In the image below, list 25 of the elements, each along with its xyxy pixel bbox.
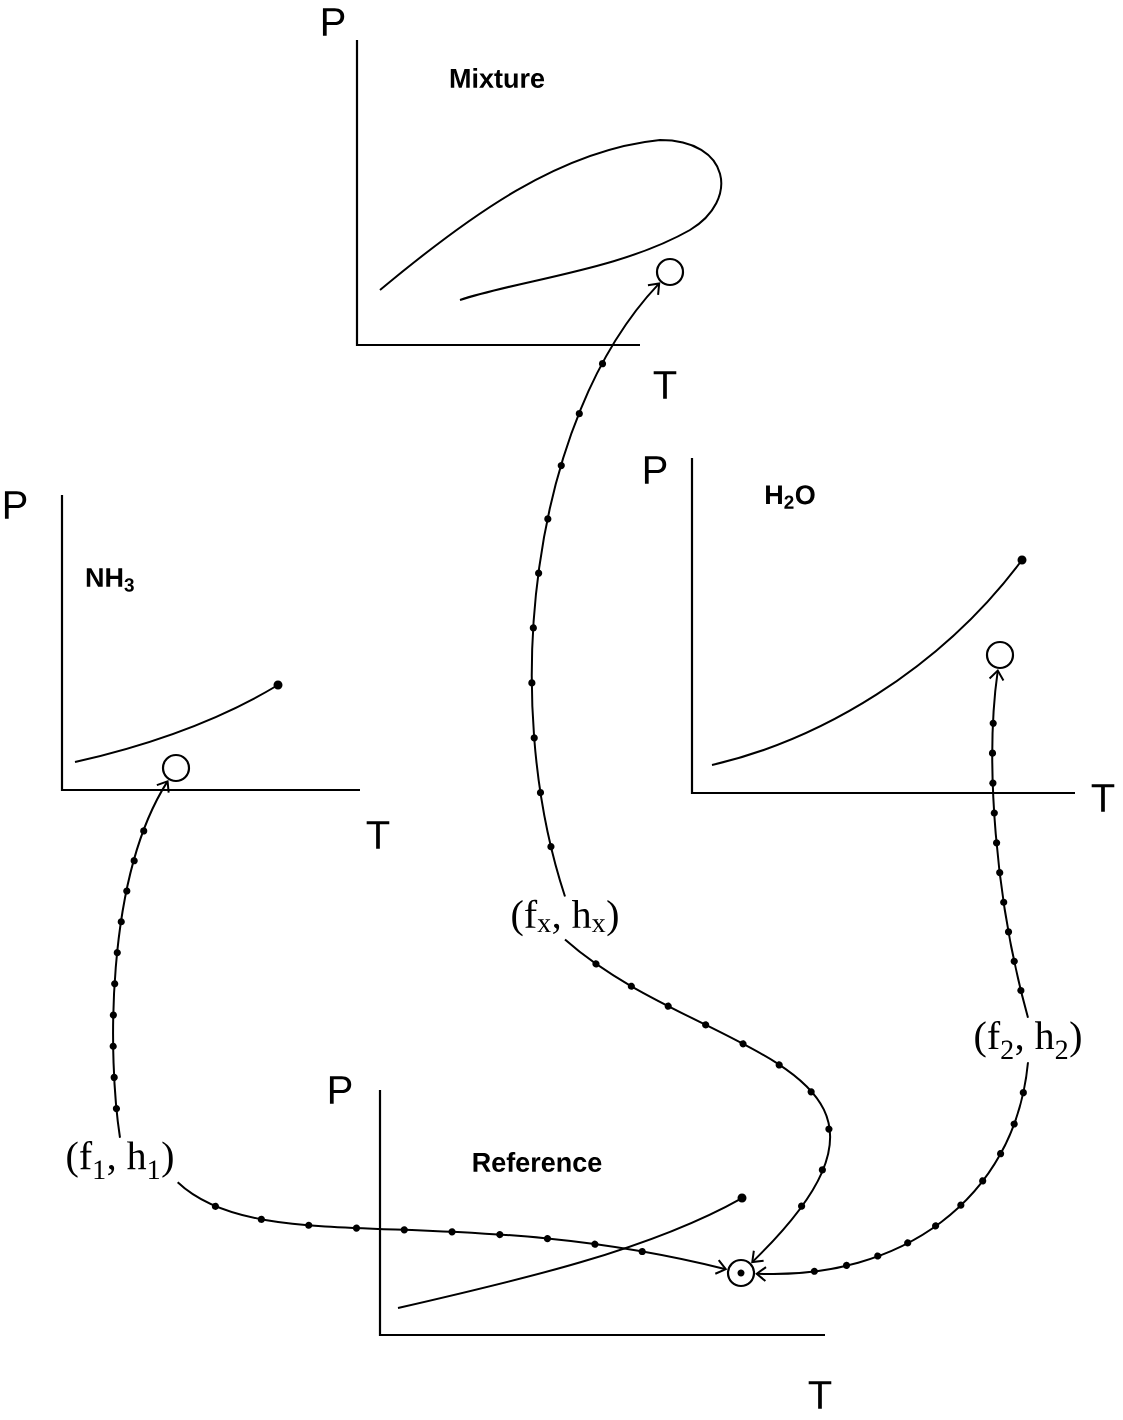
- axis-label: T: [1091, 784, 1115, 812]
- plot-title: NH$_{3}$: [86, 568, 134, 592]
- state-label: (f$_{1}$, h$_{1}$): [67, 1141, 173, 1180]
- state-point-circle: [655, 257, 685, 287]
- axis-label: T: [808, 1381, 832, 1409]
- dotted-path-arrow: [109, 779, 170, 1139]
- axis-label: T: [653, 371, 677, 399]
- state-label: (f$_{x}$, h$_{x}$): [512, 899, 618, 937]
- plot-title: Mixture: [450, 68, 545, 88]
- plot-title: H$_{2}$O: [766, 485, 815, 509]
- plot-title: Reference: [473, 1152, 602, 1172]
- state-label: (f$_{2}$, h$_{2}$): [975, 1020, 1081, 1060]
- dotted-path-arrow: [176, 1181, 728, 1275]
- dotted-path-arrow: [528, 282, 661, 898]
- state-point-circle: [161, 753, 191, 783]
- axis-label: P: [644, 456, 667, 484]
- axis-label: P: [329, 1076, 352, 1104]
- dotted-path-arrow: [564, 938, 833, 1264]
- axis-label: P: [4, 491, 27, 519]
- state-point-circle: [985, 640, 1015, 670]
- dotted-path-arrow: [755, 1061, 1029, 1283]
- axis-label: P: [322, 8, 345, 36]
- dotted-path-arrow: [988, 668, 1029, 1019]
- state-point-circle: [726, 1258, 756, 1288]
- axis-label: T: [366, 821, 390, 849]
